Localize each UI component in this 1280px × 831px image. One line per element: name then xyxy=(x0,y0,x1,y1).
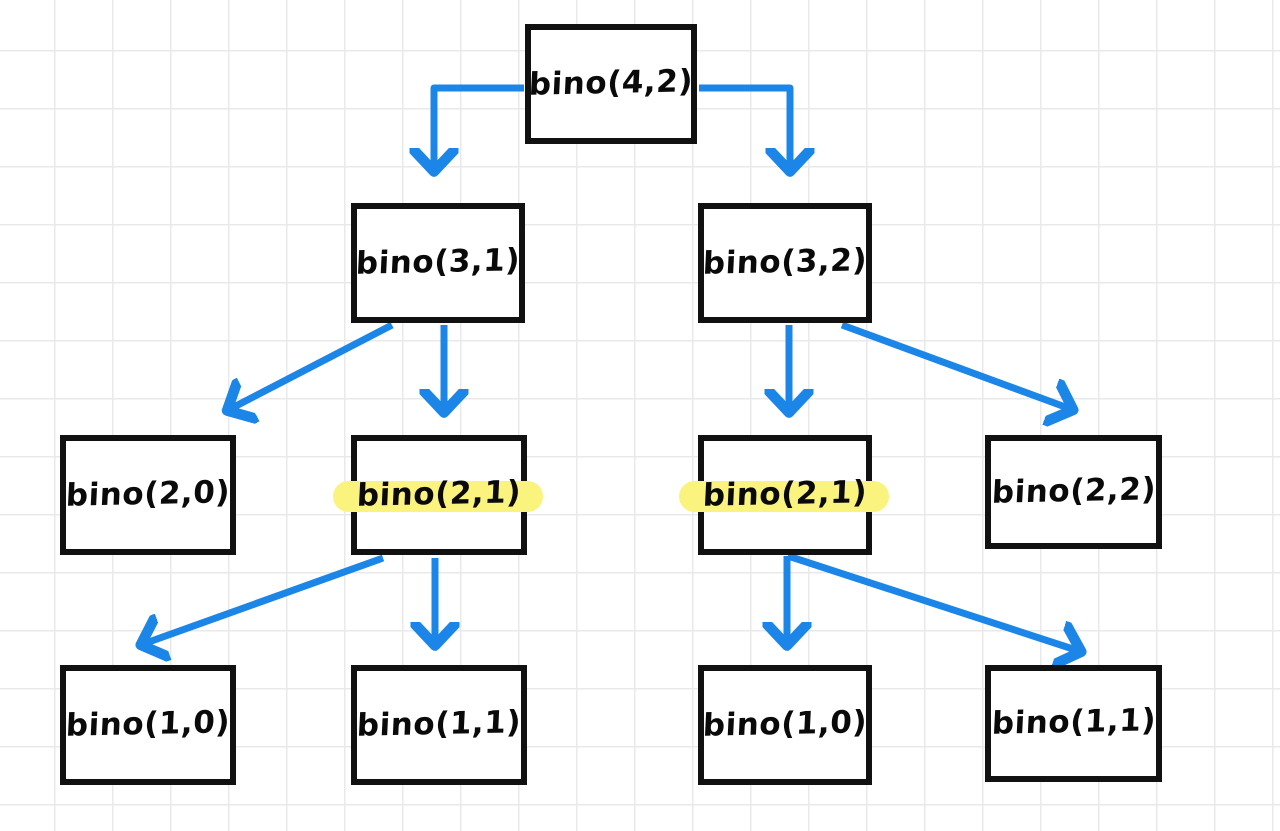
node-bino-3-1[interactable]: bino(3,1) xyxy=(351,203,525,323)
node-text-wrap: bino(1,0) xyxy=(56,703,240,744)
node-label: bino(3,2) xyxy=(702,241,868,282)
node-bino-1-0-right[interactable]: bino(1,0) xyxy=(698,665,872,785)
edge-bino21-to-bino10 xyxy=(146,554,385,643)
node-bino-2-0[interactable]: bino(2,0) xyxy=(60,435,236,555)
node-label: bino(2,1) xyxy=(702,473,868,514)
node-label: bino(2,0) xyxy=(65,473,231,514)
node-bino-2-2[interactable]: bino(2,2) xyxy=(985,435,1162,549)
node-label: bino(1,1) xyxy=(356,703,522,744)
node-bino-3-2[interactable]: bino(3,2) xyxy=(698,203,872,323)
node-label: bino(1,0) xyxy=(702,703,868,744)
edge-root-to-bino31 xyxy=(434,84,524,166)
node-text-wrap: bino(1,0) xyxy=(693,703,877,744)
node-label: bino(4,2) xyxy=(528,62,694,103)
highlight-marker: bino(2,1) xyxy=(679,473,889,514)
node-text-wrap: bino(1,1) xyxy=(982,702,1166,742)
node-text-wrap: bino(3,2) xyxy=(693,241,877,282)
node-bino-1-1-right[interactable]: bino(1,1) xyxy=(985,665,1162,782)
edge-bino32-to-bino22 xyxy=(840,321,1068,408)
node-label: bino(1,0) xyxy=(65,703,231,744)
highlight-marker: bino(2,1) xyxy=(333,473,543,514)
node-text-wrap: bino(1,1) xyxy=(347,703,531,744)
edge-bino21b-to-bino11b xyxy=(786,552,1076,650)
node-text-wrap: bino(3,1) xyxy=(346,241,530,282)
node-bino-4-2[interactable]: bino(4,2) xyxy=(525,24,697,144)
node-bino-1-1-left[interactable]: bino(1,1) xyxy=(351,665,527,785)
edge-bino31-to-bino20 xyxy=(232,321,394,408)
node-label: bino(1,1) xyxy=(990,702,1157,742)
node-label: bino(3,1) xyxy=(355,241,521,282)
node-text-wrap: bino(4,2) xyxy=(519,62,703,103)
node-text-wrap: bino(2,0) xyxy=(56,473,240,514)
edge-root-to-bino32 xyxy=(699,84,790,166)
node-bino-2-1-right[interactable]: bino(2,1) xyxy=(679,435,889,555)
node-label: bino(2,2) xyxy=(990,470,1157,511)
node-text-wrap: bino(2,2) xyxy=(982,470,1166,511)
node-bino-2-1-left[interactable]: bino(2,1) xyxy=(333,435,543,555)
node-bino-1-0-left[interactable]: bino(1,0) xyxy=(60,665,236,785)
node-label: bino(2,1) xyxy=(356,473,522,514)
